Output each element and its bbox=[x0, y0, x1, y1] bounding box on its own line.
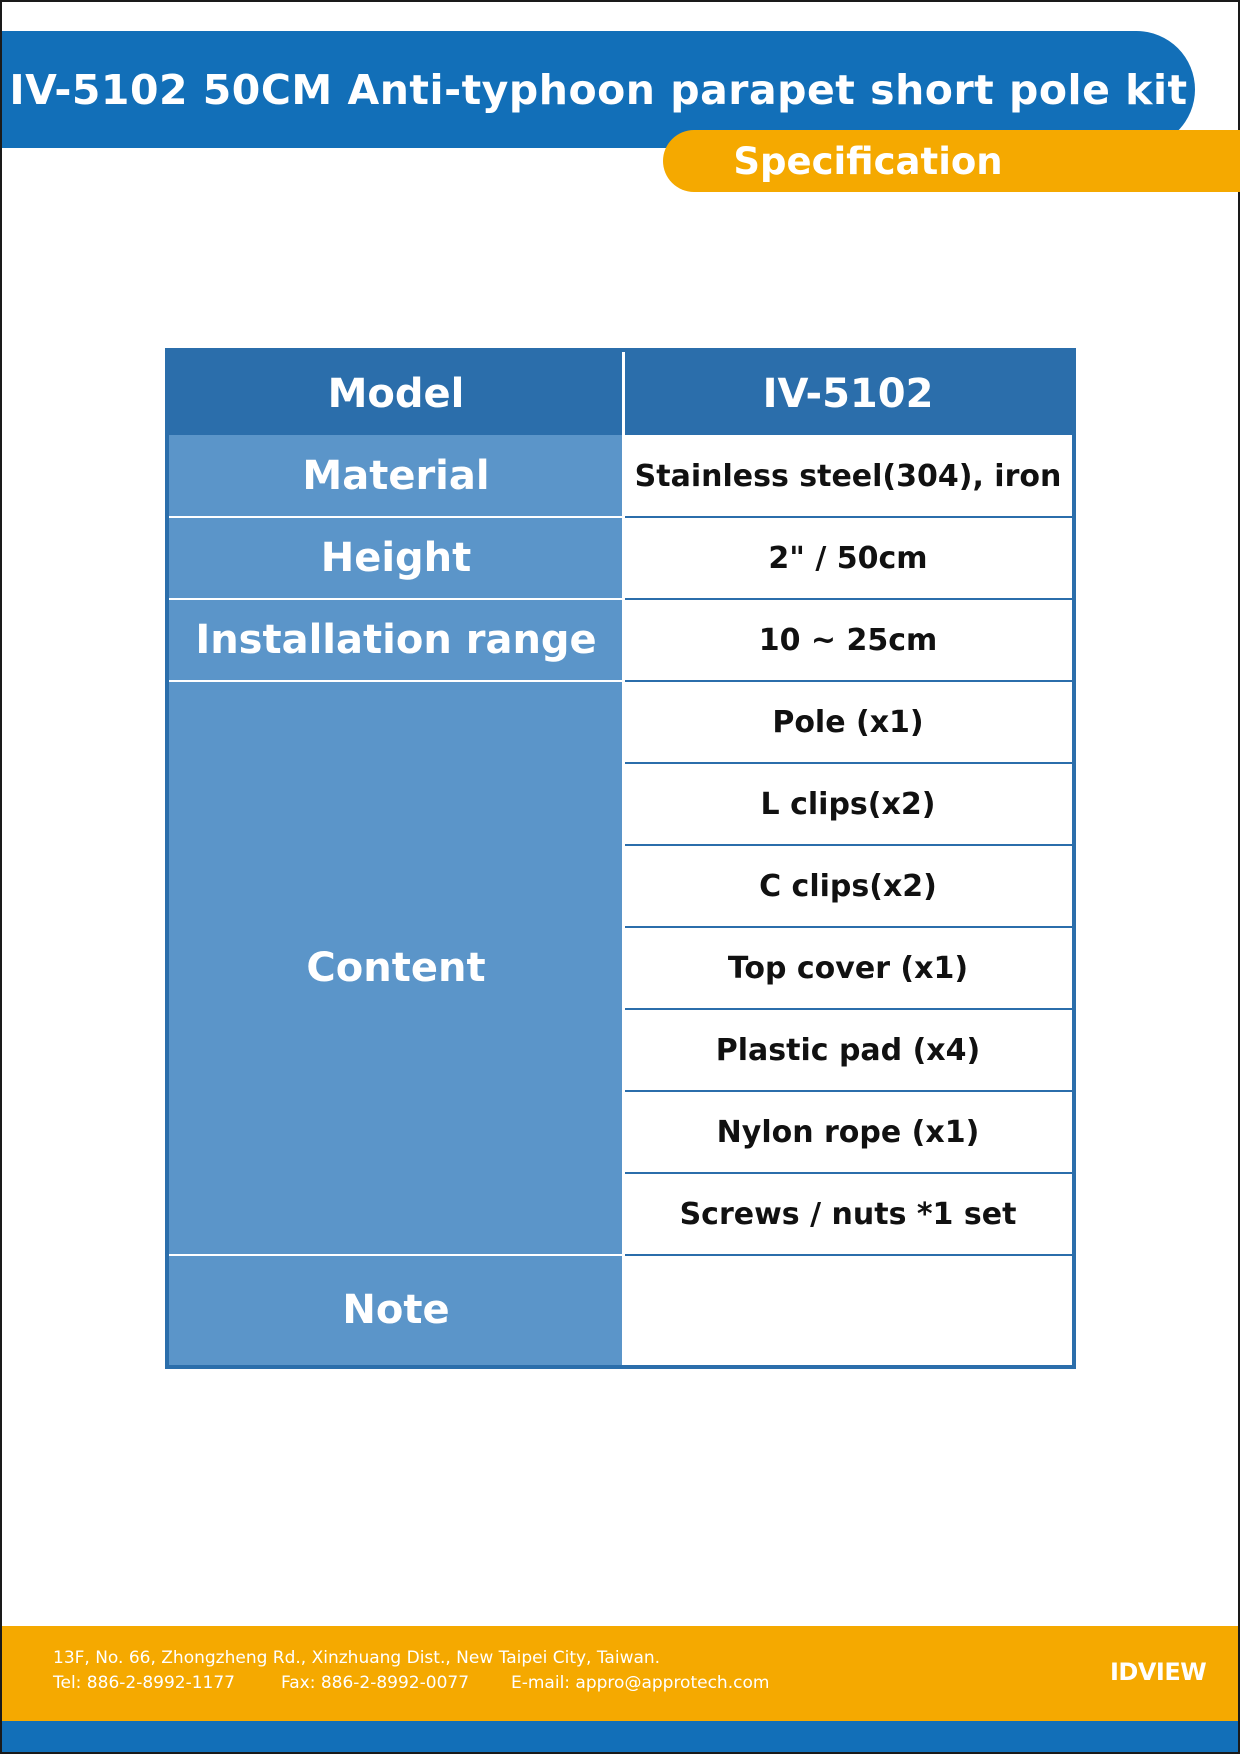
installation-range-value-cell: 10 ~ 25cm bbox=[624, 599, 1072, 681]
content-item-cell: Top cover (x1) bbox=[624, 927, 1072, 1009]
row-divider bbox=[624, 1172, 1072, 1174]
label-divider bbox=[169, 1254, 623, 1256]
note-label-cell: Note bbox=[169, 1255, 623, 1365]
model-value-cell: IV-5102 bbox=[624, 352, 1072, 435]
page-title: IV-5102 50CM Anti-typhoon parapet short … bbox=[9, 65, 1188, 114]
height-label-cell: Height bbox=[169, 517, 623, 599]
row-divider bbox=[624, 680, 1072, 682]
title-banner: IV-5102 50CM Anti-typhoon parapet short … bbox=[2, 31, 1195, 148]
row-divider bbox=[624, 926, 1072, 928]
content-item-cell: Nylon rope (x1) bbox=[624, 1091, 1072, 1173]
footer-band bbox=[2, 1626, 1238, 1721]
footer-address: 13F, No. 66, Zhongzheng Rd., Xinzhuang D… bbox=[53, 1648, 661, 1668]
label-divider bbox=[169, 516, 623, 518]
row-divider bbox=[624, 598, 1072, 600]
installation-range-label-cell: Installation range bbox=[169, 599, 623, 681]
height-value-cell: 2" / 50cm bbox=[624, 517, 1072, 599]
content-item-cell: Plastic pad (x4) bbox=[624, 1009, 1072, 1091]
footer-contact: Tel: 886-2-8992-1177 Fax: 886-2-8992-0077… bbox=[53, 1673, 769, 1693]
label-divider bbox=[169, 598, 623, 600]
row-divider bbox=[624, 1090, 1072, 1092]
row-divider bbox=[624, 762, 1072, 764]
row-divider bbox=[624, 844, 1072, 846]
material-value-cell: Stainless steel(304), iron bbox=[624, 435, 1072, 517]
content-label-cell: Content bbox=[169, 681, 623, 1255]
note-value-cell bbox=[624, 1255, 1072, 1365]
footer-bottom-bar bbox=[2, 1721, 1238, 1752]
footer-fax: Fax: 886-2-8992-0077 bbox=[281, 1673, 470, 1693]
row-divider bbox=[624, 1254, 1072, 1256]
content-item-cell: Pole (x1) bbox=[624, 681, 1072, 763]
column-divider bbox=[622, 352, 625, 1365]
footer-tel: Tel: 886-2-8992-1177 bbox=[53, 1673, 236, 1693]
row-divider bbox=[624, 516, 1072, 518]
content-item-cell: C clips(x2) bbox=[624, 845, 1072, 927]
row-divider bbox=[624, 1008, 1072, 1010]
content-item-cell: Screws / nuts *1 set bbox=[624, 1173, 1072, 1255]
specification-table: Model IV-5102 Material Stainless steel(3… bbox=[165, 348, 1076, 1369]
specification-tab: Specification bbox=[663, 130, 1240, 192]
footer-email[interactable]: E-mail: appro@approtech.com bbox=[511, 1673, 770, 1693]
idview-logo: IDVIEW bbox=[1110, 1658, 1207, 1686]
label-divider bbox=[169, 680, 623, 682]
content-item-cell: L clips(x2) bbox=[624, 763, 1072, 845]
model-label-cell: Model bbox=[169, 352, 623, 435]
material-label-cell: Material bbox=[169, 435, 623, 517]
specification-label: Specification bbox=[733, 139, 1003, 183]
